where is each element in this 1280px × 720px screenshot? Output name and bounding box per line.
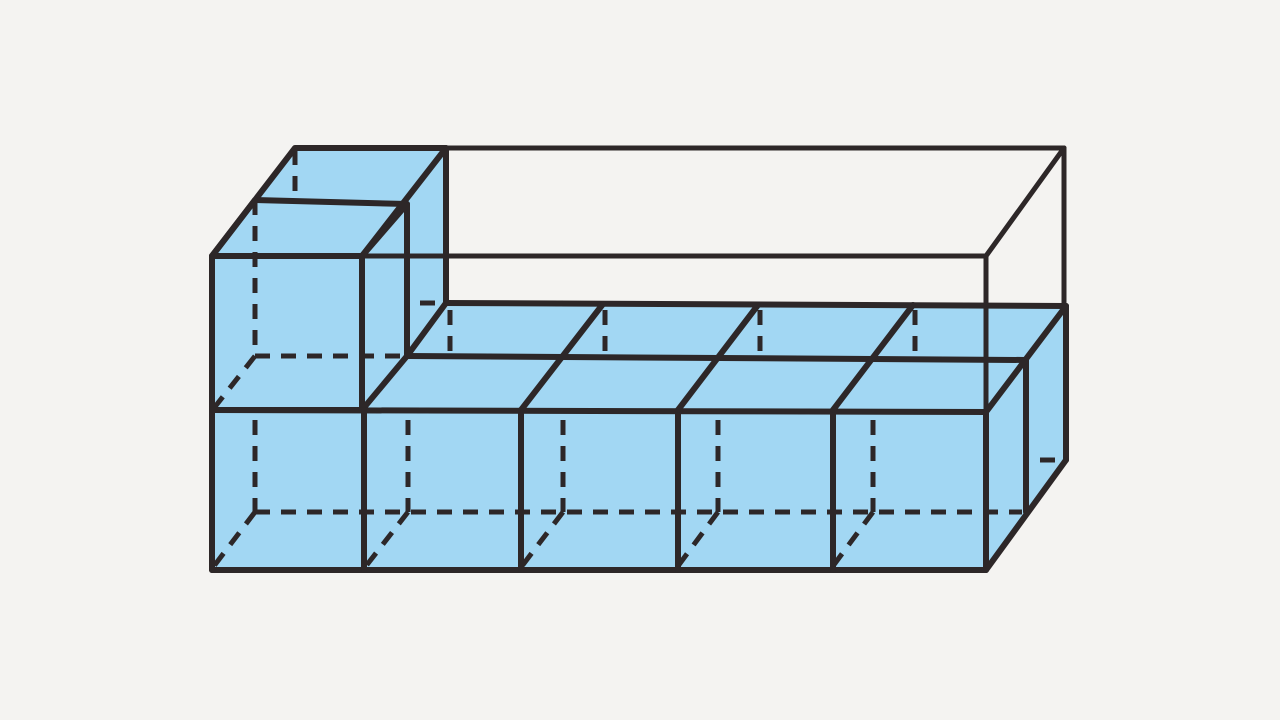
top-divider	[675, 302, 761, 413]
bottom-layer-edges	[209, 300, 1069, 573]
hidden-edge	[364, 510, 410, 568]
bottom-layer-fill	[212, 303, 1066, 570]
hidden-edge	[520, 510, 565, 568]
cube-fills	[212, 148, 1066, 570]
upper-cube-inner	[404, 300, 449, 359]
hidden-edge	[212, 354, 257, 410]
right-top-diagonal	[983, 303, 1069, 415]
hidden-edge	[830, 510, 876, 568]
bottom-front-top-edge	[209, 407, 989, 415]
empty-box-outline	[359, 145, 1067, 415]
upper-cube-inner	[359, 353, 410, 413]
box-edge	[983, 145, 1067, 259]
left-stack-fill	[212, 148, 446, 410]
hidden-edge	[675, 510, 721, 568]
hidden-edges	[212, 150, 1064, 568]
top-divider	[518, 301, 606, 413]
right-bottom-diagonal	[983, 457, 1069, 573]
top-divider	[830, 302, 916, 413]
hidden-edge	[212, 510, 257, 568]
upper-cube-inner	[209, 197, 258, 259]
